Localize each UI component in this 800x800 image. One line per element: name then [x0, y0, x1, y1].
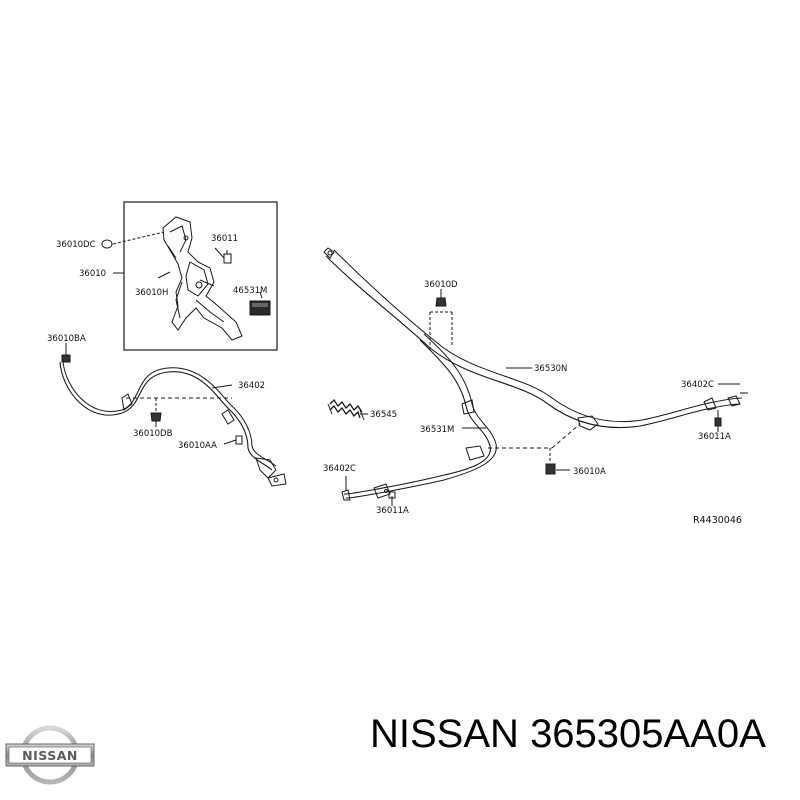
- label-36010h: 36010H: [135, 288, 168, 298]
- clip-36010ba: [61, 343, 71, 363]
- label-36402c-left: 36402C: [323, 464, 356, 474]
- label-36010d: 36010D: [424, 280, 458, 290]
- clip-36011: [223, 250, 232, 264]
- label-36402c-right: 36402C: [681, 380, 714, 390]
- clip-36010db: [126, 397, 232, 427]
- label-36011a-right: 36011A: [698, 432, 731, 442]
- label-36011a-left: 36011A: [376, 506, 409, 516]
- brake-pedal-assembly: [162, 216, 243, 341]
- label-36402: 36402: [238, 381, 265, 391]
- part-number: 365305AA0A: [530, 712, 766, 756]
- inset-frame: [123, 201, 278, 351]
- end-fitting-left: [345, 476, 396, 506]
- label-36531m: 36531M: [420, 425, 454, 435]
- end-fitting-right: [714, 410, 722, 432]
- label-46531m: 46531M: [233, 286, 267, 296]
- label-36010dc: 36010DC: [56, 240, 96, 250]
- label-36010a: 36010A: [573, 467, 606, 477]
- part-labels: 36010DC 36010 36011 36010H 46531M 36010B…: [47, 234, 742, 526]
- nissan-logo: NISSAN: [5, 725, 95, 785]
- label-36011: 36011: [211, 234, 238, 244]
- spring-36545: [327, 398, 368, 421]
- bracket-36010a: [488, 423, 581, 475]
- logo-wordmark: NISSAN: [22, 748, 78, 763]
- pad-46531m: [249, 300, 271, 316]
- label-36010aa: 36010AA: [178, 441, 217, 451]
- label-36545: 36545: [370, 410, 397, 420]
- grommet-36010dc: [101, 239, 113, 249]
- label-36010db: 36010DB: [133, 429, 173, 439]
- reference-code: R4430046: [693, 515, 742, 526]
- grommet-36010d: [429, 289, 453, 352]
- part-caption: NISSAN 365305AA0A: [370, 712, 766, 757]
- label-36010ba: 36010BA: [47, 334, 86, 344]
- clip-36010aa: [223, 435, 243, 445]
- cable-36530n: [323, 247, 748, 431]
- label-36010: 36010: [79, 269, 106, 279]
- brand-name: NISSAN: [370, 712, 519, 756]
- label-36530n: 36530N: [534, 364, 567, 374]
- cable-36402: [59, 361, 287, 487]
- cable-36531m: [341, 333, 497, 501]
